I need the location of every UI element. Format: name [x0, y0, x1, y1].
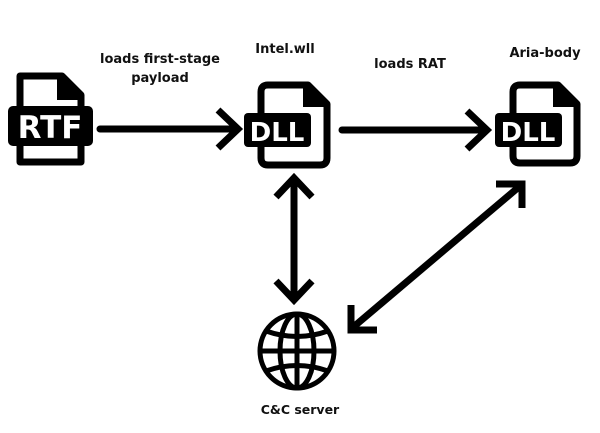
arrow-intel-to-aria [338, 108, 493, 152]
arrow-rtf-to-intel [96, 107, 244, 151]
aria-badge-text: DLL [501, 118, 556, 148]
globe-icon [257, 311, 337, 391]
node-caption-intel: Intel.wll [255, 42, 315, 57]
edge-label-rtf-intel: loads first-stage payload [90, 50, 230, 88]
intel-dll-file-icon: DLL [244, 81, 331, 169]
arrow-aria-cc-bidirectional [347, 180, 526, 334]
node-caption-aria: Aria-body [509, 46, 581, 61]
node-caption-cc: C&C server [260, 402, 340, 417]
rtf-file-icon: RTF [8, 72, 93, 166]
intel-badge-text: DLL [250, 118, 305, 148]
rtf-badge-text: RTF [18, 110, 83, 146]
edge-label-line-1: loads first-stage [100, 52, 220, 67]
aria-dll-file-icon: DLL [495, 81, 581, 167]
edge-label-intel-aria: loads RAT [374, 57, 446, 72]
arrow-intel-cc-bidirectional [273, 172, 315, 306]
edge-label-line-2: payload [131, 71, 189, 86]
